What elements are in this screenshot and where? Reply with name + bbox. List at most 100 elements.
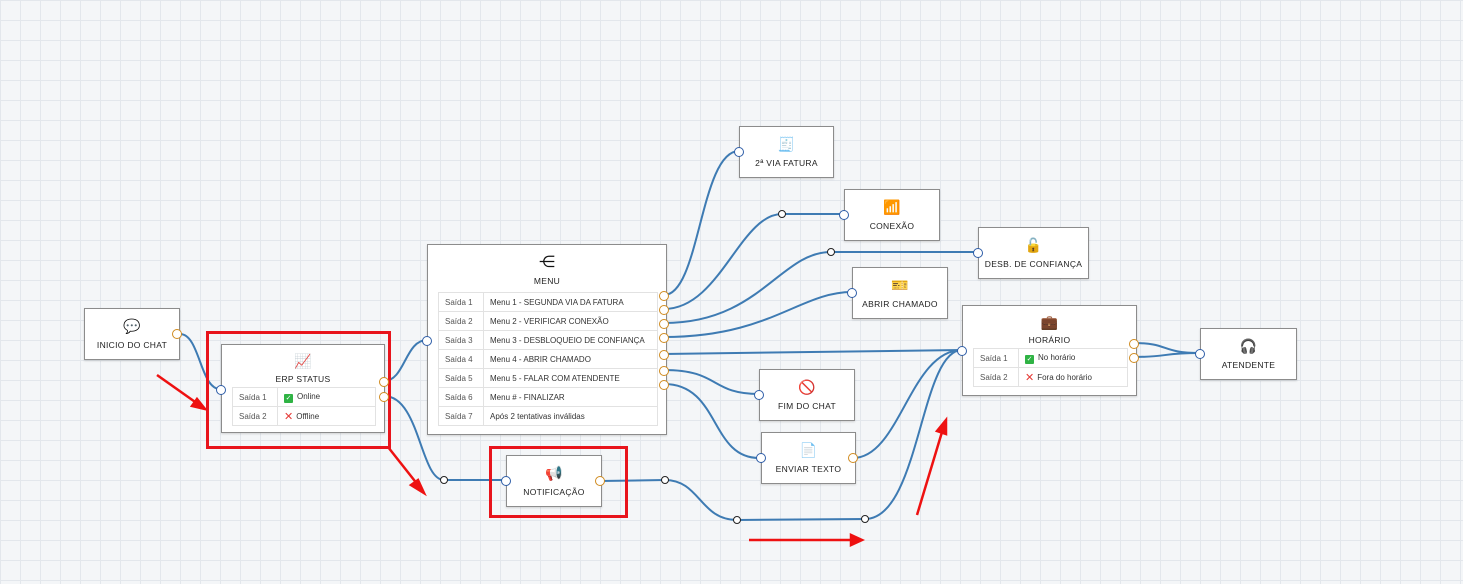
node-horario[interactable]: 💼 HORÁRIO Saída 1 ✓No horário Saída 2 ✕F…: [957, 305, 1139, 396]
output-port[interactable]: [172, 329, 182, 339]
input-port[interactable]: [422, 336, 432, 346]
node-abrir-chamado[interactable]: 🎫 ABRIR CHAMADO: [847, 267, 948, 319]
node-notificacao[interactable]: 📢 NOTIFICAÇÃO: [501, 455, 605, 507]
input-port[interactable]: [847, 288, 857, 298]
wire-menu1-fatura: [663, 150, 740, 296]
output-value-text: Offline: [296, 411, 320, 421]
output-label: Saída 3: [438, 330, 484, 350]
unlock-icon: 🔓: [1024, 237, 1043, 253]
output-port-3[interactable]: [659, 319, 669, 329]
close-icon: ✕: [284, 410, 294, 423]
wire-bend-handle: [440, 476, 448, 484]
node-title: NOTIFICAÇÃO: [523, 487, 585, 497]
headset-icon: 🎧: [1239, 338, 1258, 354]
wire-menu2-conexao: [663, 213, 844, 310]
input-port[interactable]: [501, 476, 511, 486]
wifi-icon: 📶: [883, 199, 901, 215]
output-port-1[interactable]: [379, 377, 389, 387]
output-table: Saída 1 ✓No horário Saída 2 ✕Fora do hor…: [973, 348, 1128, 387]
node-desb-de-confianca[interactable]: 🔓 DESB. DE CONFIANÇA: [973, 227, 1089, 279]
annotation-arrow: [156, 373, 199, 406]
node-title: CONEXÃO: [869, 221, 915, 231]
output-port-1[interactable]: [1129, 339, 1139, 349]
wire-notif-horario: [599, 349, 963, 522]
output-port-2[interactable]: [1129, 353, 1139, 363]
output-value-text: Fora do horário: [1037, 372, 1092, 382]
output-label: Saída 1: [232, 387, 278, 407]
output-value: ✕Offline: [277, 406, 376, 426]
output-port-4[interactable]: [659, 333, 669, 343]
input-port[interactable]: [756, 453, 766, 463]
annotation-arrow: [387, 446, 419, 486]
close-icon: ✕: [1025, 371, 1035, 384]
output-row: Saída 1 ✓No horário: [973, 348, 1128, 368]
check-icon: ✓: [1025, 354, 1034, 364]
output-port-1[interactable]: [659, 291, 669, 301]
chat-bubble-icon: 💬: [123, 318, 141, 334]
ticket-icon: 🎫: [891, 277, 909, 293]
node-2-via-fatura[interactable]: 🧾 2ª VIA FATURA: [734, 126, 834, 178]
output-port-5[interactable]: [659, 350, 669, 360]
input-port[interactable]: [216, 385, 226, 395]
node-title: INICIO DO CHAT: [96, 340, 168, 350]
output-label: Saída 6: [438, 387, 484, 407]
node-title: FIM DO CHAT: [778, 401, 836, 411]
file-pulse-icon: 📈: [294, 353, 312, 369]
node-title: 2ª VIA FATURA: [755, 158, 818, 168]
node-fim-do-chat[interactable]: 🚫 FIM DO CHAT: [754, 369, 855, 421]
wire-bend-handle: [861, 515, 869, 523]
output-port-6[interactable]: [659, 366, 669, 376]
output-label: Saída 2: [232, 406, 278, 426]
wire-start-erp: [179, 333, 221, 390]
wire-bend-handle: [661, 476, 669, 484]
output-row: Saída 1 ✓ Online: [232, 387, 376, 407]
input-port[interactable]: [973, 248, 983, 258]
output-value-text: No horário: [1038, 352, 1076, 362]
output-label: Saída 2: [973, 367, 1019, 387]
output-table: Saída 1 ✓ Online Saída 2 ✕Offline: [232, 387, 376, 426]
node-inicio-do-chat[interactable]: 💬 INICIO DO CHAT: [84, 308, 182, 360]
highlight-box-erp: [206, 331, 391, 449]
briefcase-clock-icon: 💼: [1040, 314, 1059, 330]
check-icon: ✓: [284, 393, 293, 403]
invoice-icon: 🧾: [777, 136, 796, 152]
output-value-text: Online: [297, 391, 321, 401]
wire-bend-handle: [778, 210, 786, 218]
output-port-2[interactable]: [379, 392, 389, 402]
input-port[interactable]: [1195, 349, 1205, 359]
output-label: Saída 1: [438, 292, 484, 312]
input-port[interactable]: [754, 390, 764, 400]
sitemap-icon: ⋲: [539, 254, 555, 271]
output-label: Saída 7: [438, 406, 484, 426]
node-conexao[interactable]: 📶 CONEXÃO: [839, 189, 940, 241]
output-port-2[interactable]: [659, 305, 669, 315]
input-port[interactable]: [839, 210, 849, 220]
annotation-arrow: [915, 431, 944, 516]
node-enviar-texto[interactable]: 📄 ENVIAR TEXTO: [756, 432, 858, 484]
node-atendente[interactable]: 🎧 ATENDENTE: [1195, 328, 1297, 380]
output-value: Após 2 tentativas inválidas: [483, 406, 658, 426]
node-title: ENVIAR TEXTO: [775, 464, 842, 474]
wire-horario1-atendente: [1132, 342, 1201, 354]
output-port[interactable]: [848, 453, 858, 463]
output-port[interactable]: [595, 476, 605, 486]
output-port-7[interactable]: [659, 380, 669, 390]
output-row: Saída 2 ✕Fora do horário: [973, 367, 1128, 387]
output-value: Menu 1 - SEGUNDA VIA DA FATURA: [483, 292, 658, 312]
node-title: ABRIR CHAMADO: [862, 299, 938, 309]
wire-texto-horario: [852, 349, 963, 459]
input-port[interactable]: [734, 147, 744, 157]
output-value: ✓ No horário: [1018, 348, 1128, 368]
node-erp-status[interactable]: 📈 ERP STATUS Saída 1 ✓Online Saída 2 ✕Of…: [216, 344, 389, 433]
wire-menu6-fim: [663, 369, 760, 395]
output-value: Menu 4 - ABRIR CHAMADO: [483, 349, 658, 369]
input-port[interactable]: [957, 346, 967, 356]
